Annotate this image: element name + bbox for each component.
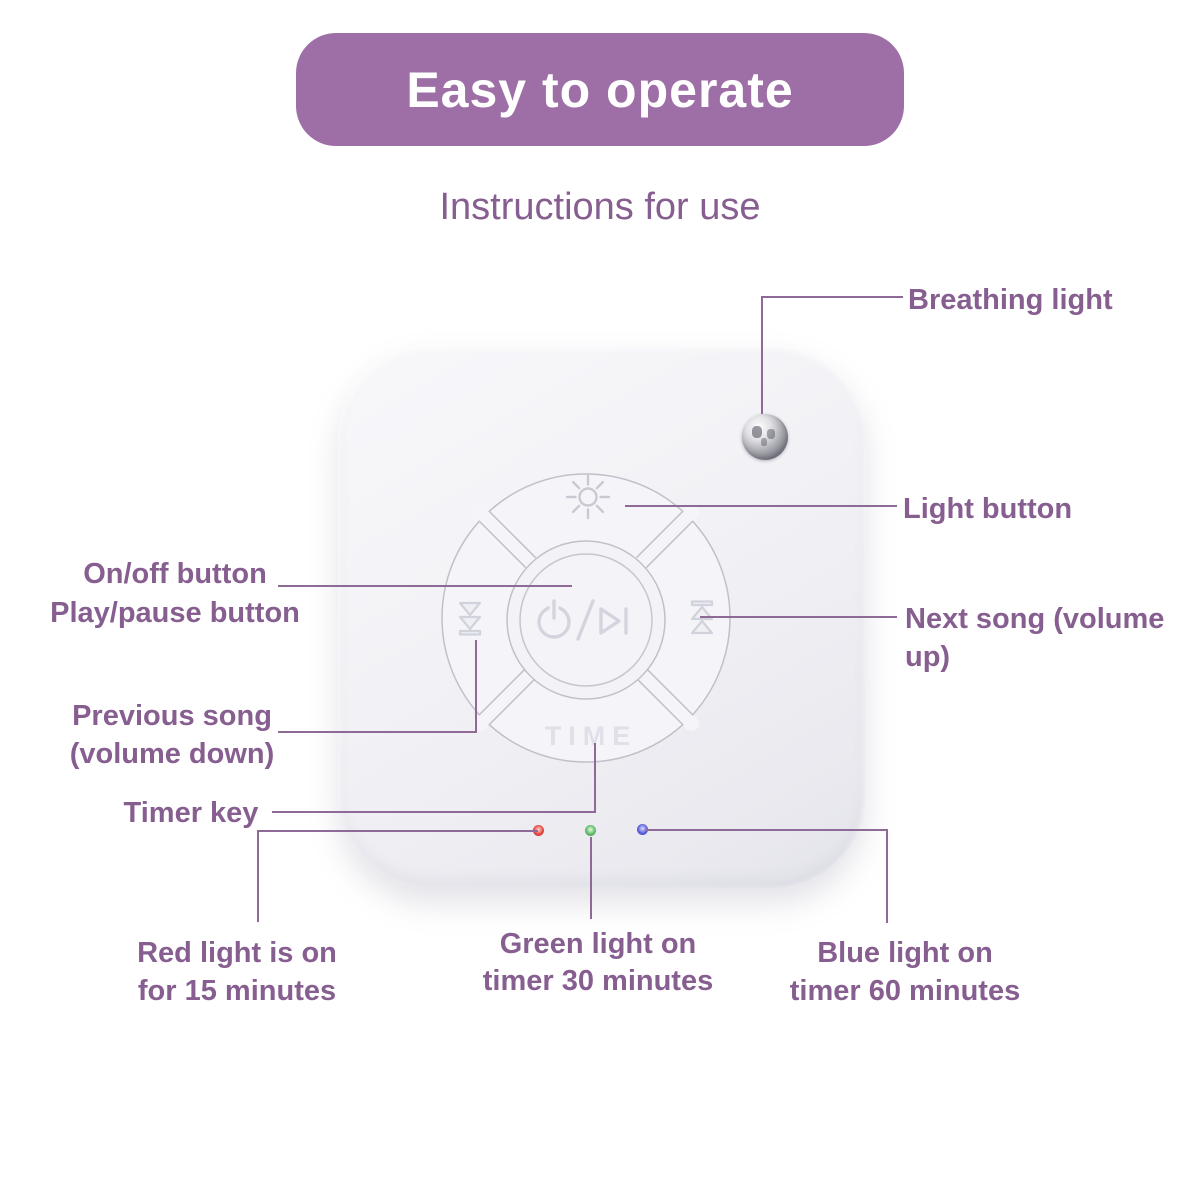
timer-key-label: Timer key [123, 797, 259, 829]
red-light-callout-h [258, 830, 538, 832]
power-play-pause-icon [537, 597, 628, 641]
blue-light-label: Blue light on timer 60 minutes [755, 934, 1055, 1010]
on-off-label: On/off button Play/pause button [25, 555, 325, 633]
blue-light-label-line1: Blue light on [817, 937, 993, 969]
blue-light-callout-v [886, 829, 888, 923]
breathing-light-label: Breathing light [908, 284, 1113, 316]
breathing-light-callout-h [761, 296, 903, 298]
blue-light-callout-h [646, 829, 888, 831]
timer-key-callout-v [594, 743, 596, 813]
red-light-label-line2: for 15 minutes [137, 975, 337, 1007]
previous-song-label-line1: Previous song [72, 700, 272, 732]
on-off-label-line1: On/off button [83, 558, 267, 590]
green-light-label: Green light on timer 30 minutes [448, 926, 748, 1000]
light-button-callout [625, 505, 897, 507]
next-song-label: Next song (volume up) [905, 603, 1165, 673]
red-light-label-line1: Red light is on [137, 937, 337, 969]
page-title: Easy to operate [406, 61, 794, 118]
green-light-label-line1: Green light on [499, 928, 697, 960]
light-button-label: Light button [903, 493, 1073, 525]
red-light-label: Red light is on for 15 minutes [87, 934, 387, 1010]
pad-separators [473, 505, 699, 731]
green-led [585, 825, 596, 836]
blue-light-label-line2: timer 60 minutes [789, 975, 1021, 1007]
previous-song-icon [458, 601, 482, 636]
previous-song-label-line2: (volume down) [69, 738, 275, 770]
time-button-label: TIME [545, 721, 638, 751]
timer-key-callout-h [272, 811, 596, 813]
light-sun-icon [565, 474, 611, 520]
header-banner: Easy to operate [296, 33, 904, 146]
red-light-callout-v [257, 830, 259, 922]
on-off-callout [278, 585, 572, 587]
green-light-callout-v [590, 837, 592, 919]
breathing-light-callout-v [761, 296, 763, 414]
previous-song-callout-h [278, 731, 477, 733]
breathing-light [742, 414, 788, 460]
red-led [533, 825, 544, 836]
green-light-label-line2: timer 30 minutes [482, 965, 714, 997]
previous-song-callout-v [475, 640, 477, 733]
control-pad: TIME [441, 473, 731, 763]
on-off-label-line2: Play/pause button [50, 597, 300, 629]
page-subtitle: Instructions for use [439, 186, 761, 228]
previous-song-label: Previous song (volume down) [22, 697, 322, 773]
blue-led [637, 824, 648, 835]
next-song-callout [700, 616, 897, 618]
